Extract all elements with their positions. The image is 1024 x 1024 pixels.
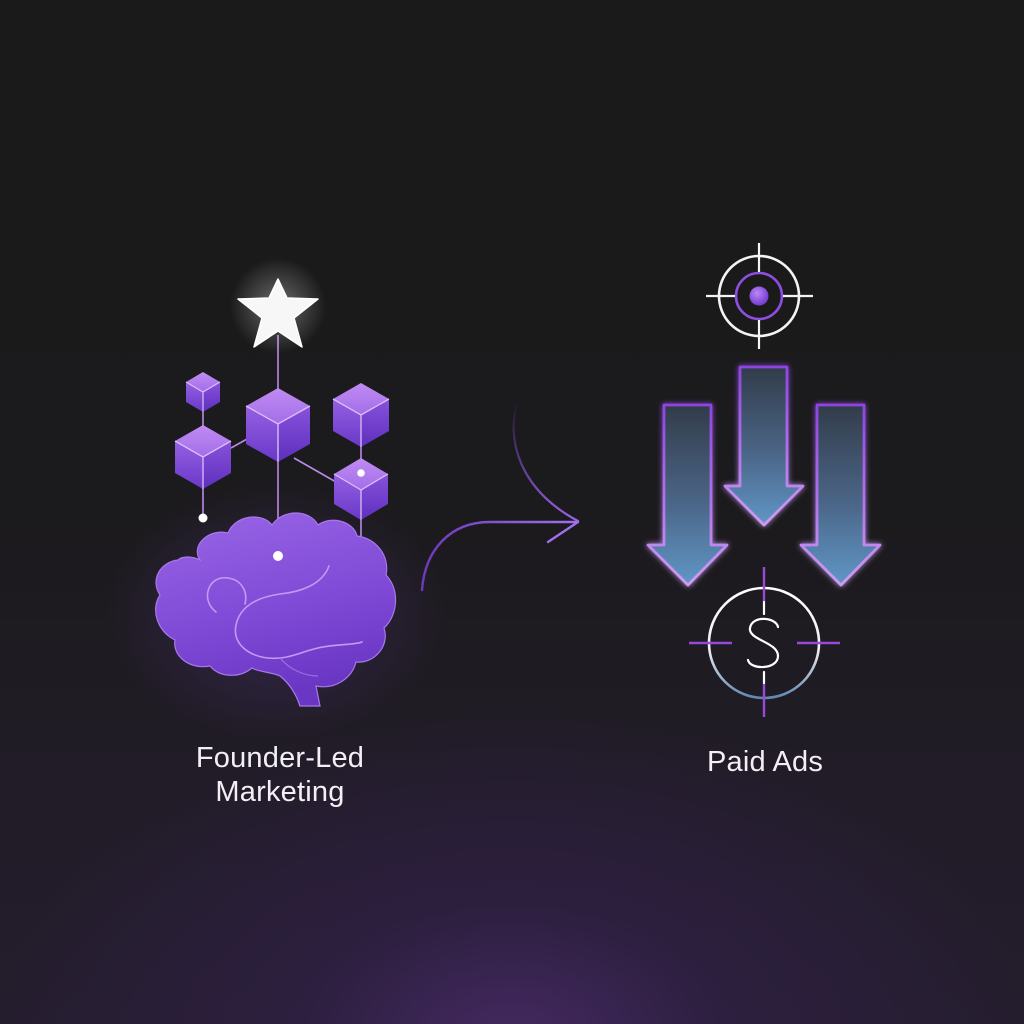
paid-ads-label: Paid Ads [660, 745, 870, 779]
founder-led-label-line2: Marketing [215, 776, 345, 808]
curved-arrow-icon [420, 398, 580, 592]
paid-ads-illustration [646, 243, 882, 717]
arrow-right [799, 403, 882, 587]
down-arrows-icon [646, 365, 882, 587]
star-icon [230, 258, 326, 354]
founder-led-label-line1: Founder-Led [195, 742, 365, 774]
founder-led-marketing-label: Founder-Led Marketing [130, 741, 430, 809]
cube-network-icon [174, 372, 390, 520]
cube [245, 388, 311, 462]
arrow-middle [723, 365, 805, 527]
brain-icon [155, 512, 397, 707]
cube [174, 425, 232, 489]
arrow-left [646, 403, 729, 587]
founder-led-illustration [106, 258, 446, 740]
dollar-target-icon [689, 567, 840, 717]
target-icon [706, 243, 813, 349]
paid-ads-label-text: Paid Ads [706, 746, 824, 778]
network-nodes [198, 469, 365, 561]
cube [332, 383, 390, 447]
cube [185, 372, 221, 412]
